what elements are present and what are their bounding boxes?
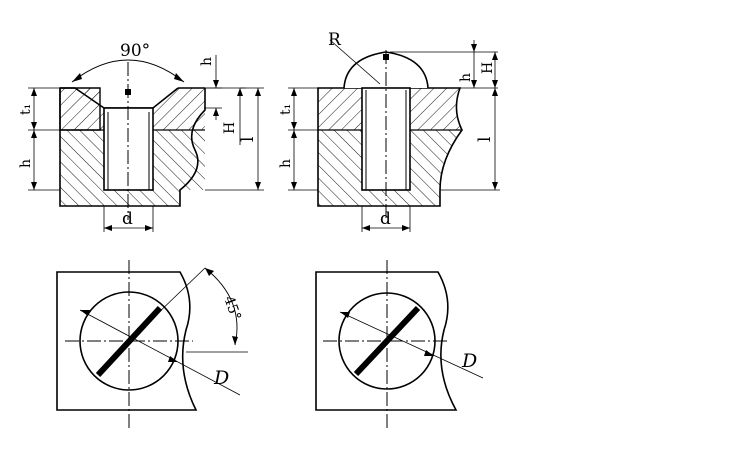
countersunk-plan-view: 45° D	[56, 260, 248, 430]
screw-slot	[95, 305, 163, 378]
outer-contour-2	[317, 87, 463, 207]
bottom-plate-2	[318, 190, 440, 206]
diameter-leader-right	[339, 311, 484, 379]
h-top-right-label: h	[458, 73, 474, 82]
countersink-left-wall	[75, 88, 104, 130]
center-mark	[125, 89, 131, 95]
t1-right-label: t₁	[278, 104, 294, 115]
lower-plate-left	[60, 130, 104, 190]
outer-contour	[59, 88, 206, 207]
plan-plate-outline-2	[315, 271, 458, 411]
D-left-label: D	[213, 367, 229, 389]
l-right-label: l	[475, 137, 495, 142]
angle-arc-45	[204, 267, 238, 346]
angle-arc-90	[71, 59, 185, 83]
d-left-label: d	[122, 209, 133, 229]
upper-plate-right-2	[410, 88, 462, 130]
angle-90-label: 90°	[120, 41, 150, 61]
H-left-label: H	[222, 122, 238, 134]
screw-slot-2	[353, 305, 421, 377]
roundhead-rivet-section: R h H l t₁ h d	[278, 30, 500, 232]
diameter-leader-left	[79, 309, 241, 396]
d-right-label: d	[380, 209, 391, 229]
lower-plate-left-2	[318, 130, 362, 190]
angle-45-label: 45°	[220, 294, 244, 323]
h-right-label: h	[278, 159, 294, 168]
roundhead-plan-view: D	[315, 260, 484, 430]
R-label: R	[328, 30, 342, 50]
plan-plate-outline	[56, 271, 198, 411]
bottom-plate	[60, 190, 180, 206]
h-top-left-label: h	[199, 57, 215, 66]
upper-plate-left-2	[318, 88, 362, 130]
H-right-label: H	[480, 62, 496, 74]
lower-plate-right	[153, 130, 205, 190]
lower-plate-right-2	[410, 130, 462, 190]
radius-leader	[329, 39, 381, 85]
l-left-label: l	[238, 137, 258, 142]
h-left-label: h	[18, 159, 34, 168]
D-right-label: D	[461, 350, 477, 372]
upper-plate-right	[153, 88, 205, 130]
countersunk-rivet-section: 90° h H l t₁ h	[18, 41, 264, 232]
t1-left-label: t₁	[18, 104, 34, 115]
